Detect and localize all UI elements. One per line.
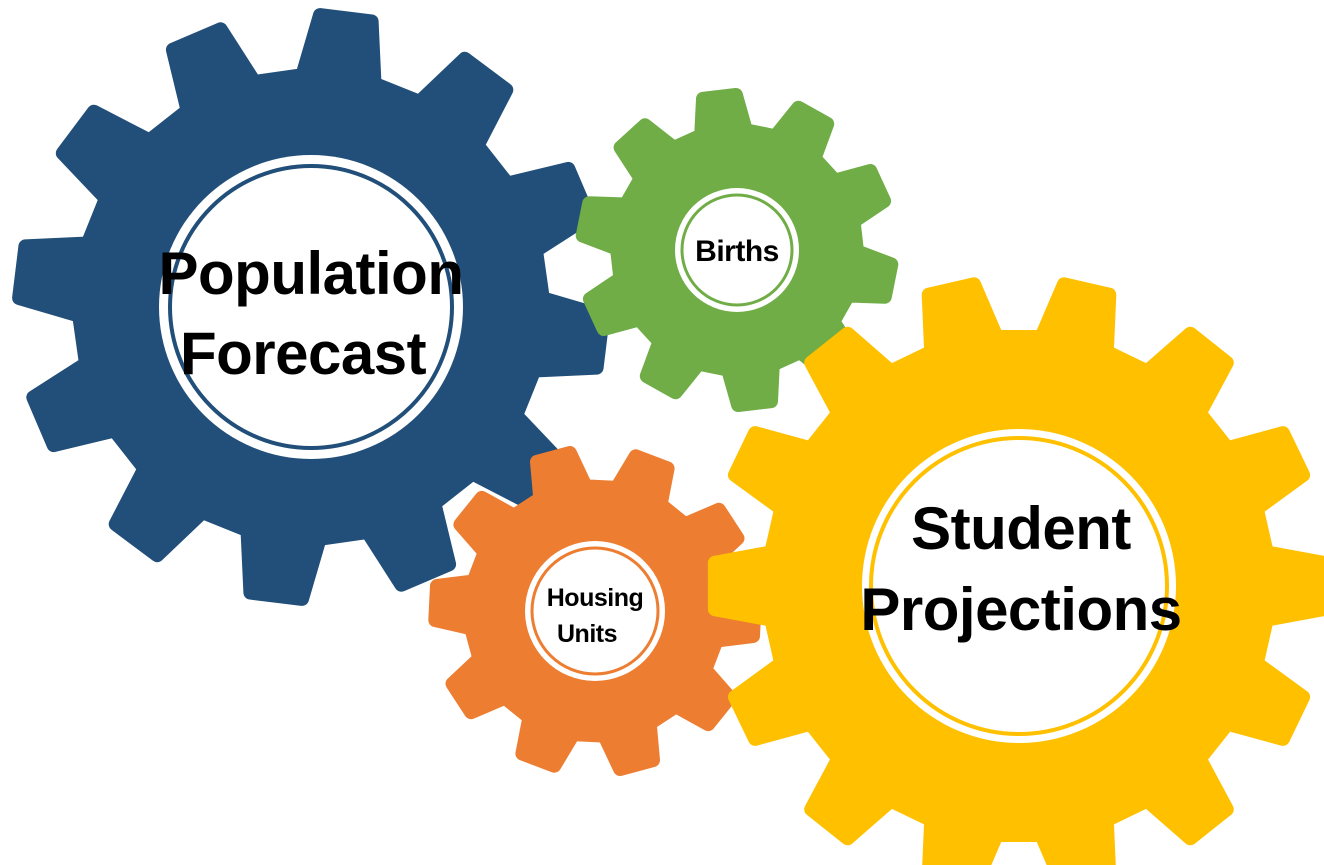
gear-student-projections: Student Projections: [707, 277, 1324, 865]
population-forecast-label-line-2: Forecast: [180, 320, 427, 387]
housing-units-label-line-2: Units: [557, 620, 617, 648]
gear-housing-units: Housing Units: [428, 446, 762, 776]
population-forecast-inner-disc: [159, 155, 463, 459]
student-projections-label-line-2: Projections: [860, 576, 1181, 643]
housing-units-inner-disc: [525, 541, 665, 681]
births-inner-disc: [675, 188, 799, 312]
population-forecast-label-line-1: Population: [159, 240, 464, 307]
gear-population-forecast: Population Forecast: [12, 8, 610, 606]
student-projections-inner-ring: [869, 436, 1169, 736]
births-inner-ring: [680, 193, 794, 307]
student-projections-inner-disc: [862, 429, 1176, 743]
housing-units-inner-ring: [530, 546, 660, 676]
housing-units-label-line-1: Housing: [547, 584, 644, 612]
births-label: Births: [695, 235, 779, 268]
student-projections-label-line-1: Student: [911, 495, 1131, 562]
population-forecast-inner-ring: [168, 164, 454, 450]
